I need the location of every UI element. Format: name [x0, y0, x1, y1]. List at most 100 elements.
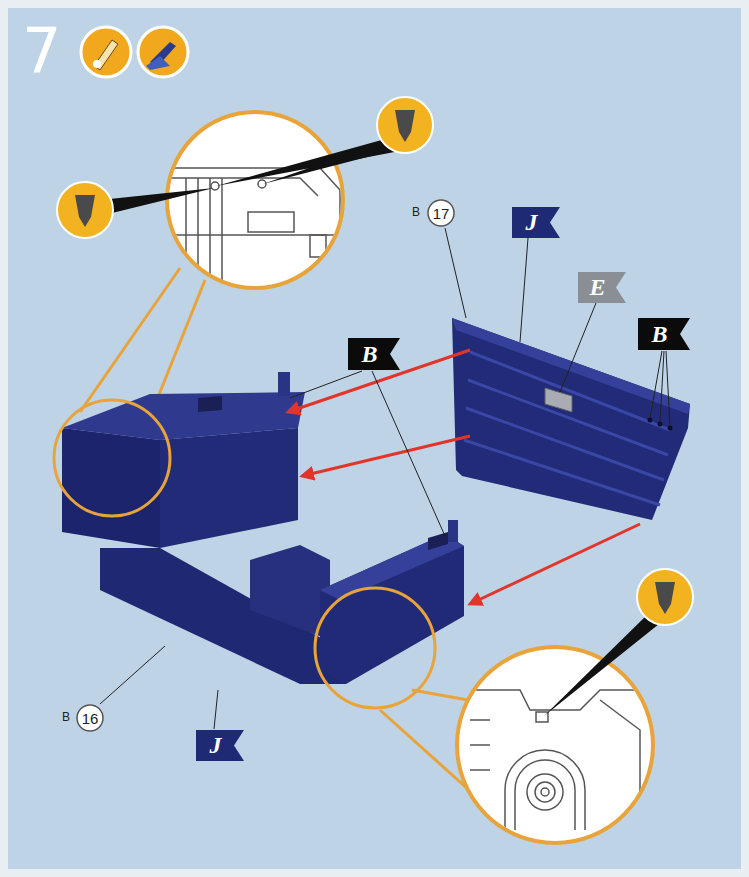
leader-lines-shape	[372, 371, 445, 536]
leader-lines-shape	[660, 351, 664, 422]
leader-lines-shape	[560, 303, 596, 392]
flag-shape	[196, 730, 244, 761]
zoom-inset-top-shape-shape	[221, 178, 223, 300]
part-sprue-letter: B	[412, 205, 420, 219]
glue-icons-shape	[395, 110, 415, 142]
flag-letter: B	[651, 321, 667, 348]
material-flag: J	[196, 730, 244, 761]
zoom-inset-bottom-shape	[468, 690, 660, 830]
move-arrows-shape	[302, 436, 470, 476]
part-16-shape	[198, 396, 222, 412]
zoom-connectors-shape	[80, 268, 180, 412]
zoom-inset-bottom-shape-shape	[536, 712, 548, 722]
zoom-inset-top-shape-shape	[248, 212, 294, 232]
zoom-inset-top-shape-shape	[310, 235, 326, 257]
zoom-inset-bottom-shape-shape	[470, 744, 490, 746]
zoom-inset-top-shape	[167, 112, 343, 288]
part-16-shape	[160, 428, 298, 548]
focus-rings-shape	[315, 588, 435, 708]
part-17-shape	[658, 422, 663, 427]
glue-pointers	[100, 136, 664, 716]
material-flag: B	[348, 338, 400, 370]
part-16-shape	[278, 372, 290, 396]
tool-icons	[81, 27, 188, 77]
flag-shape	[348, 338, 400, 370]
part-16-shape	[428, 532, 448, 550]
zoom-inset-top-shape-shape	[258, 180, 266, 188]
glue-icons-shape	[377, 97, 433, 153]
tool-icons-shape	[146, 56, 170, 70]
background	[8, 8, 741, 869]
zoom-inset-bottom-shape	[457, 647, 653, 843]
focus-rings-shape	[54, 400, 170, 516]
part-17	[452, 318, 690, 520]
part-16-shape	[320, 534, 464, 684]
move-arrows-shape	[470, 524, 640, 604]
zoom-inset-top-shape-shape	[197, 178, 199, 300]
leader-lines-shape	[445, 228, 466, 318]
glue-icons-shape	[655, 582, 675, 614]
callout-number: 16	[76, 704, 104, 732]
zoom-inset-bottom-shape-shape	[541, 788, 549, 796]
tool-icons-shape	[81, 27, 131, 77]
part-17-shape	[452, 318, 690, 520]
zoom-connectors-shape	[412, 690, 468, 700]
background-shape	[8, 8, 741, 869]
zoom-inset-bottom-shape-shape	[600, 700, 640, 830]
glue-icons-shape	[637, 569, 693, 625]
flag-letter: 17	[433, 205, 450, 222]
glue-pointers-shape	[100, 188, 214, 214]
zoom-inset-bottom-shape-shape	[535, 782, 555, 802]
flag-letter: J	[210, 732, 222, 759]
flag-letter: J	[526, 209, 538, 236]
move-arrows	[288, 350, 640, 604]
flag-letter: B	[361, 341, 377, 368]
glue-pointers-shape	[216, 136, 405, 186]
zoom-inset-top-shape-shape	[211, 182, 219, 190]
zoom-inset-bottom-shape-shape	[470, 719, 490, 721]
part-sprue-letter: B	[62, 710, 70, 724]
part-17-shape	[668, 426, 673, 431]
glue-icons-shape	[75, 195, 95, 227]
leader-lines	[100, 228, 670, 729]
callout-circle	[77, 705, 103, 731]
flag-shape	[512, 207, 560, 238]
leader-lines-shape	[650, 351, 662, 418]
glue-icons-shape	[57, 182, 113, 238]
zoom-connectors-shape	[152, 280, 205, 412]
part-17-shape	[648, 418, 653, 423]
material-flag: B	[638, 318, 690, 350]
leader-lines-shape	[290, 371, 362, 398]
part-16-shape	[448, 520, 458, 542]
zoom-inset-bottom-shape-shape	[527, 774, 563, 810]
flag-shape	[578, 272, 626, 303]
leader-lines-shape	[214, 690, 218, 729]
leader-lines-shape	[100, 646, 165, 704]
part-16-shape	[62, 428, 160, 548]
callout-circle	[428, 200, 454, 226]
flag-letter: E	[589, 274, 605, 301]
zoom-inset-bottom	[457, 647, 660, 843]
glue-icons	[57, 97, 693, 625]
part-16	[62, 372, 464, 684]
zoom-inset-top-shape	[168, 150, 349, 300]
zoom-inset-bottom-shape-shape	[515, 760, 575, 830]
tool-icons-shape	[138, 27, 188, 77]
flag-letter: 16	[82, 710, 99, 727]
zoom-inset-top-shape-shape	[185, 178, 187, 300]
part-17-shape	[545, 388, 572, 412]
tool-icons-shape	[93, 60, 101, 68]
zoom-inset-bottom-shape-shape	[470, 769, 490, 771]
part-17-shape	[466, 408, 664, 480]
leader-lines-shape	[520, 238, 528, 342]
material-flag: E	[578, 272, 626, 303]
tool-icons-shape	[94, 40, 118, 70]
part-17-shape	[464, 440, 660, 505]
callout-number: 17	[427, 199, 455, 227]
zoom-inset-top-shape-shape	[209, 178, 211, 300]
